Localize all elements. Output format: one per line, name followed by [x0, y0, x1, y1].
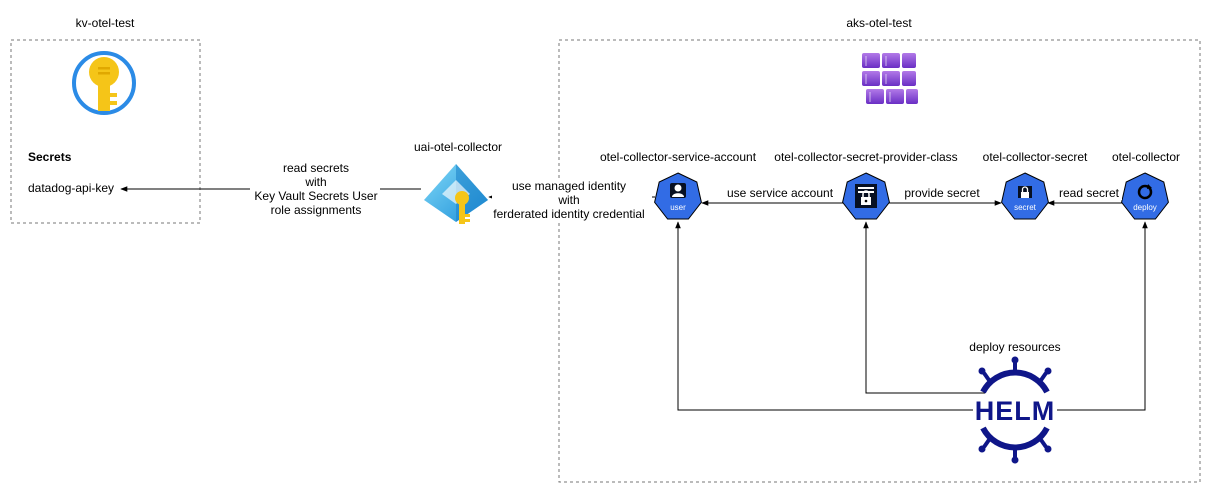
- label-read-secret: read secret: [1056, 184, 1122, 200]
- aks-group: aks-otel-test: [558, 16, 1201, 483]
- collector-title: otel-collector: [1112, 150, 1180, 164]
- edge-helm-to-secret-provider-class: [863, 221, 985, 394]
- k8s-secret-icon: secret: [1001, 172, 1049, 220]
- managed-identity-icon: [424, 164, 488, 224]
- k8s-deploy-icon: deploy: [1121, 172, 1169, 220]
- user-badge: user: [670, 203, 686, 212]
- label-read-secrets: read secrets with Key Vault Secrets User…: [250, 160, 380, 220]
- svg-text:role assignments: role assignments: [271, 203, 362, 217]
- k8s-secret-provider-class-icon: [842, 172, 890, 220]
- kv-group: kv-otel-test: [10, 16, 201, 224]
- aks-group-title: aks-otel-test: [846, 16, 912, 30]
- deploy-badge: deploy: [1133, 203, 1157, 212]
- svg-text:Key Vault Secrets User: Key Vault Secrets User: [254, 189, 377, 203]
- secret-badge: secret: [1014, 203, 1037, 212]
- secret-provider-class-title: otel-collector-secret-provider-class: [774, 150, 957, 164]
- k8s-user-icon: user: [654, 172, 702, 220]
- svg-text:read secrets: read secrets: [283, 161, 349, 175]
- helm-icon: HELM: [973, 356, 1057, 464]
- helm-logo-text: HELM: [975, 396, 1056, 426]
- label-provide-secret: provide secret: [900, 184, 984, 200]
- identity-title: uai-otel-collector: [414, 140, 502, 154]
- service-account-title: otel-collector-service-account: [600, 150, 757, 164]
- aks-icon: [862, 53, 918, 104]
- edge-helm-to-service-account: [675, 221, 973, 411]
- svg-text:use managed identity: use managed identity: [512, 179, 626, 193]
- svg-text:use service account: use service account: [727, 186, 834, 200]
- edge-helm-to-collector: [1057, 221, 1148, 411]
- helm-label: deploy resources: [969, 340, 1060, 354]
- svg-text:provide secret: provide secret: [904, 186, 980, 200]
- label-use-managed-identity: use managed identity with ferderated ide…: [492, 178, 652, 222]
- svg-text:read secret: read secret: [1059, 186, 1120, 200]
- secret-title: otel-collector-secret: [983, 150, 1088, 164]
- key-vault-icon: [72, 51, 136, 115]
- svg-text:with: with: [557, 193, 579, 207]
- secret-datadog-api-key: datadog-api-key: [28, 181, 114, 195]
- svg-text:with: with: [304, 175, 326, 189]
- label-use-service-account: use service account: [724, 184, 836, 200]
- svg-text:ferderated identity credential: ferderated identity credential: [493, 207, 644, 221]
- secrets-heading: Secrets: [28, 150, 72, 164]
- kv-group-title: kv-otel-test: [76, 16, 135, 30]
